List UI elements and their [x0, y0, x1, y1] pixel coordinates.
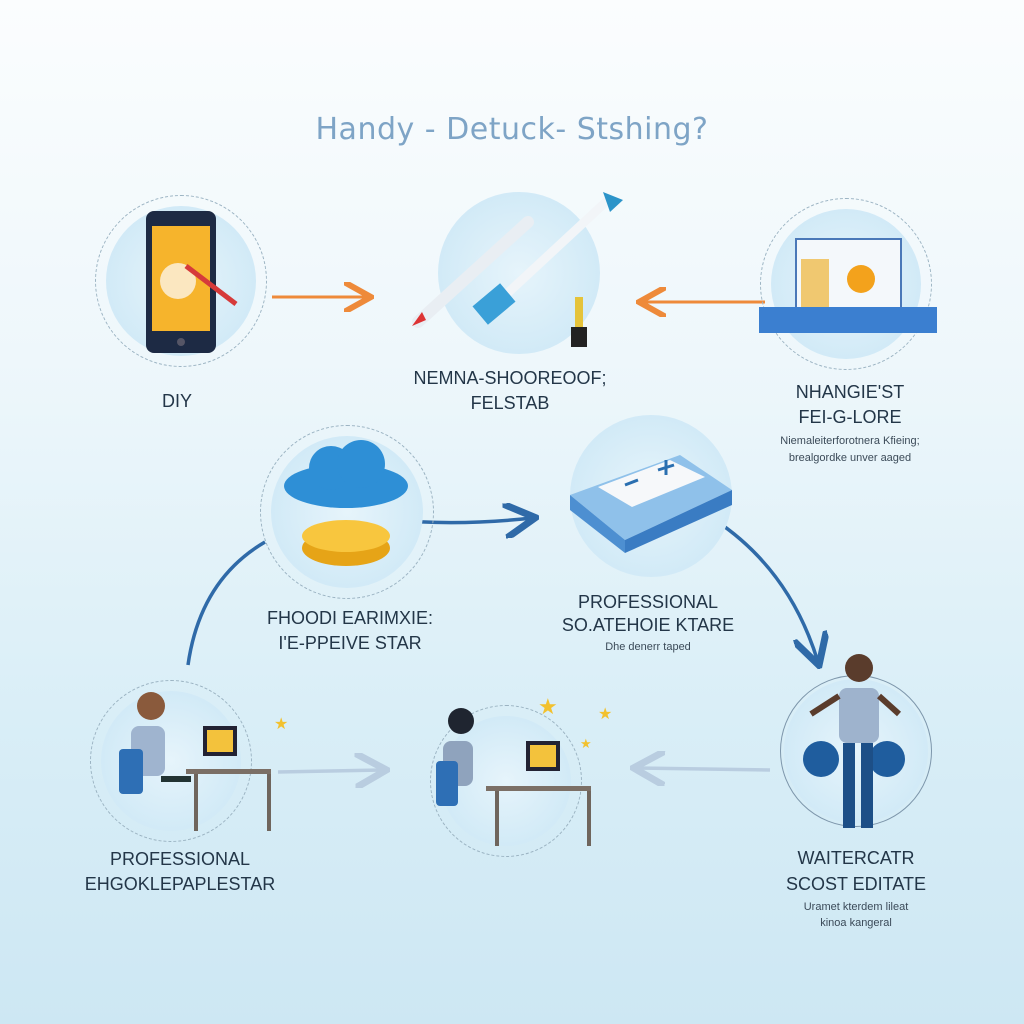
arrow-standing-to-middle: [637, 768, 771, 770]
standing-desc-line2: kinoa kangeral: [820, 917, 892, 929]
desk-left-label-line2: EHGOKLEPAPLESTAR: [84, 874, 276, 894]
cloud-coin-icon: [284, 440, 408, 566]
desk-left-label-line1: PROFESSIONAL: [109, 849, 251, 869]
tools-label-line1: NEMNA-SHOOREOOF;: [413, 368, 607, 388]
star-icon: ★: [274, 716, 289, 733]
arrow-card-to-standing: [714, 518, 818, 662]
star-icon: ★: [580, 736, 592, 751]
page-title: Handy - Detuck- Stshing?: [315, 112, 709, 147]
desk-left-node: [90, 680, 271, 842]
laptop-desc-line2: brealgordke unver aaged: [788, 452, 912, 464]
star-icon: ★: [598, 706, 613, 723]
laptop-node: [759, 198, 937, 370]
laptop-desc-line1: Niemaleiterforotnera Kfieing;: [780, 435, 920, 447]
diy-node: [95, 195, 267, 367]
laptop-label-line1: NHANGIE'ST: [795, 382, 905, 402]
standing-node: [780, 654, 932, 828]
standing-person-icon: [803, 654, 905, 828]
cloud-node: [260, 425, 434, 599]
star-icon: ★: [538, 694, 558, 719]
card-label-line1: PROFESSIONAL: [577, 592, 719, 612]
desk-middle-node: [430, 705, 591, 857]
standing-label-line1: WAITERCATR: [797, 848, 915, 868]
arrow-desk-left-to-middle: [277, 770, 383, 772]
cloud-label-line1: FHOODI EARIMXIE:: [266, 608, 434, 628]
person-at-desk-icon: [436, 708, 591, 846]
laptop-label-line2: FEI-G-LORE: [798, 407, 902, 427]
tools-node: [412, 192, 623, 354]
standing-desc-line1: Uramet kterdem lileat: [803, 901, 909, 913]
cloud-label-line2: I'E-PPEIVE STAR: [278, 633, 422, 653]
arrow-curve-left: [186, 540, 266, 666]
brush-tools-icon: [412, 192, 623, 347]
calculator-card-icon: [570, 455, 732, 553]
standing-label-line2: SCOST EDITATE: [785, 874, 927, 894]
card-label-line2: SO.ATEHOIE KTARE: [561, 615, 735, 635]
diy-label: DIY: [161, 391, 193, 411]
person-at-desk-icon: [119, 692, 271, 831]
card-node: [570, 415, 732, 577]
card-desc: Dhe denerr taped: [605, 641, 691, 653]
tools-label-line2: FELSTAB: [470, 393, 550, 413]
laptop-settings-icon: [759, 238, 937, 333]
smartphone-icon: [146, 211, 238, 353]
